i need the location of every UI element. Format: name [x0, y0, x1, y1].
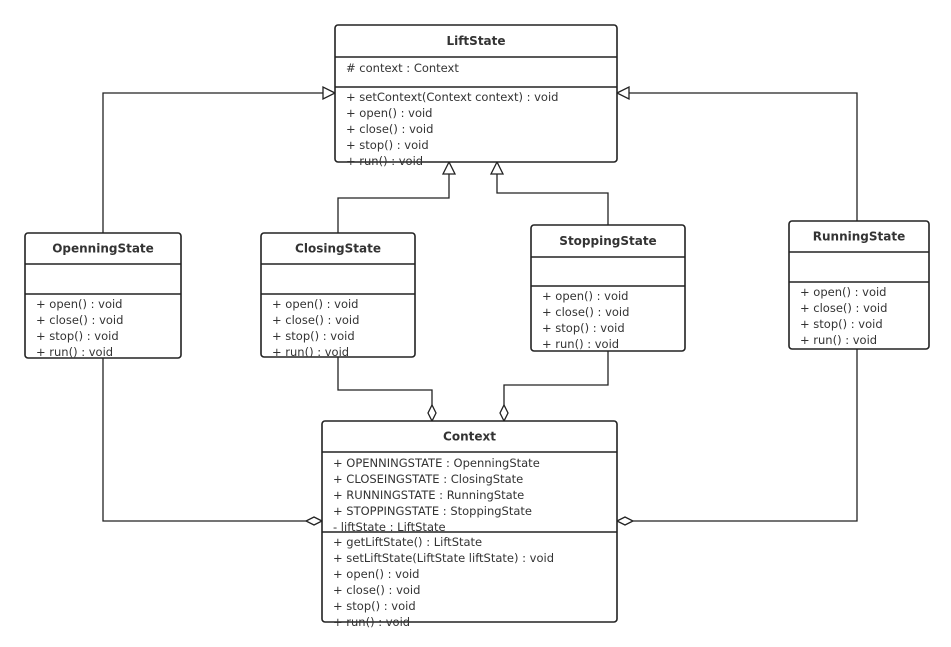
generalization-arrow-icon	[322, 85, 337, 101]
class-openningstate[interactable]: OpenningState + open() : void + close() : …	[24, 232, 182, 359]
class-method: + run() : void	[333, 615, 410, 629]
class-method: + close() : void	[800, 301, 887, 315]
class-method: + open() : void	[36, 297, 123, 311]
class-attribute: # context : Context	[346, 61, 459, 75]
aggregation-diamond-icon	[499, 403, 509, 423]
generalization-arrow-icon	[615, 85, 630, 101]
class-method: + open() : void	[333, 567, 420, 581]
generalization-arrow-icon	[441, 160, 457, 175]
class-attribute: + STOPPINGSTATE : StoppingState	[333, 504, 532, 518]
class-method: + open() : void	[542, 289, 629, 303]
class-liftstate[interactable]: LiftState # context : Context + setContext…	[334, 24, 618, 168]
class-method: + getLiftState() : LiftState	[333, 535, 482, 549]
class-method: + run() : void	[800, 333, 877, 347]
class-method: + run() : void	[346, 154, 423, 168]
class-attribute: + OPENNINGSTATE : OpenningState	[333, 456, 540, 470]
aggregation-running	[633, 349, 858, 522]
class-method: + stop() : void	[333, 599, 416, 613]
class-method: + run() : void	[36, 345, 113, 359]
class-runningstate[interactable]: RunningState + open() : void + close() : v…	[788, 220, 930, 350]
class-attribute: - liftState : LiftState	[333, 520, 446, 534]
aggregation-stopping	[503, 351, 609, 405]
class-method: + setContext(Context context) : void	[346, 90, 558, 104]
class-name: RunningState	[813, 230, 905, 244]
class-method: + close() : void	[272, 313, 359, 327]
class-method: + close() : void	[36, 313, 123, 327]
classes: LiftState # context : Context + setContext…	[24, 24, 930, 629]
class-method: + setLiftState(LiftState liftState) : vo…	[333, 551, 554, 565]
class-method: + stop() : void	[800, 317, 883, 331]
class-box	[334, 24, 618, 163]
class-context[interactable]: Context + OPENNINGSTATE : OpenningState + …	[321, 420, 618, 629]
aggregation-diamond-icon	[427, 403, 437, 423]
class-method: + open() : void	[272, 297, 359, 311]
class-method: + close() : void	[542, 305, 629, 319]
generalization-closing	[337, 174, 450, 233]
aggregation-closing	[337, 357, 433, 405]
class-method: + open() : void	[800, 285, 887, 299]
class-box	[788, 220, 930, 350]
class-name: OpenningState	[52, 242, 154, 256]
generalization-openning	[102, 92, 323, 233]
class-method: + close() : void	[333, 583, 420, 597]
class-closingstate[interactable]: ClosingState + open() : void + close() : v…	[260, 232, 416, 359]
class-method: + close() : void	[346, 122, 433, 136]
generalization-arrow-icon	[489, 160, 505, 175]
class-attribute: + CLOSEINGSTATE : ClosingState	[333, 472, 523, 486]
class-method: + open() : void	[346, 106, 433, 120]
relations	[102, 85, 858, 526]
class-name: StoppingState	[559, 234, 656, 248]
aggregation-diamond-icon	[615, 516, 635, 526]
class-name: LiftState	[446, 34, 505, 48]
class-method: + stop() : void	[36, 329, 119, 343]
class-method: + run() : void	[542, 337, 619, 351]
class-name: ClosingState	[295, 242, 381, 256]
aggregation-diamond-icon	[304, 516, 324, 526]
class-method: + run() : void	[272, 345, 349, 359]
aggregation-openning	[102, 358, 306, 522]
class-box	[321, 420, 618, 623]
class-attribute: + RUNNINGSTATE : RunningState	[333, 488, 524, 502]
generalization-stopping	[496, 174, 609, 225]
class-method: + stop() : void	[542, 321, 625, 335]
class-method: + stop() : void	[272, 329, 355, 343]
class-method: + stop() : void	[346, 138, 429, 152]
generalization-running	[629, 92, 858, 221]
class-stoppingstate[interactable]: StoppingState + open() : void + close() : …	[530, 224, 686, 352]
class-name: Context	[443, 430, 496, 444]
